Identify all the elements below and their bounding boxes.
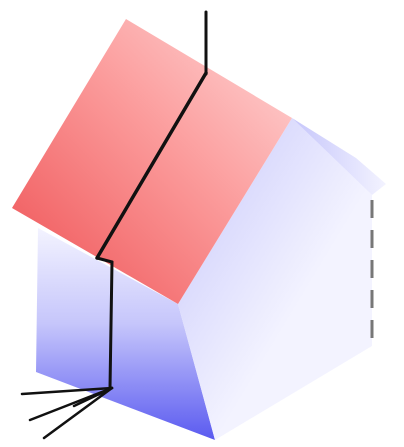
arrow-tail-icon xyxy=(22,388,112,438)
cutting-line-wall xyxy=(110,262,112,388)
